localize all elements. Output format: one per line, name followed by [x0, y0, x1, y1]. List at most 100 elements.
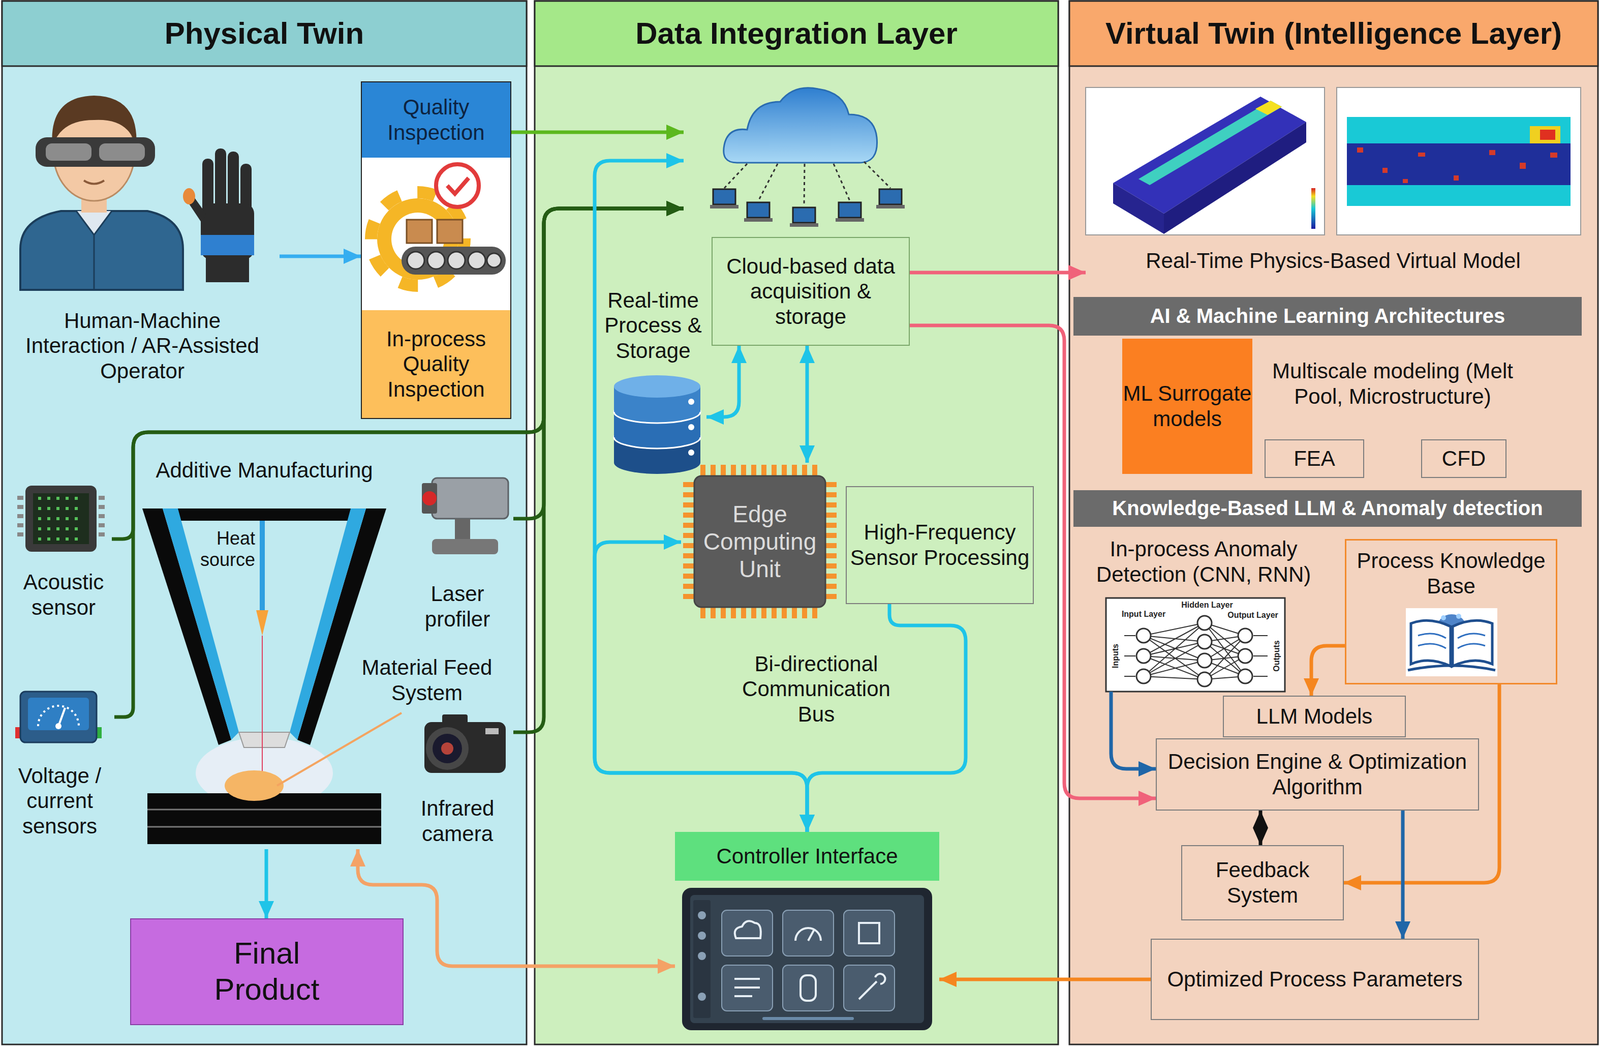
cloud-network-icon — [713, 189, 902, 223]
connector-arrow — [939, 977, 1151, 981]
additive-machine — [238, 731, 290, 748]
operator-figure — [182, 188, 196, 205]
node-text: Cloud-based data acquisition & storage — [711, 236, 910, 346]
sensor-figure: Infrared camera — [401, 711, 514, 854]
node-text: Edge Computing Unit — [694, 475, 826, 607]
edge-chip-icon — [825, 481, 837, 602]
edge-chip-icon — [694, 475, 826, 607]
process-box: High-Frequency Sensor Processing — [845, 485, 1034, 604]
neural-network-icon — [1197, 653, 1212, 668]
neural-network-icon — [1105, 597, 1285, 692]
voltage-meter-icon — [27, 697, 89, 730]
inspection-icon — [361, 157, 511, 311]
tablet-icon — [721, 964, 773, 1011]
edge-chip-icon — [683, 481, 695, 602]
inspection-icon — [436, 164, 479, 207]
node-subtext: Heat source — [188, 526, 256, 572]
acoustic-sensor-icon — [25, 485, 97, 552]
node-text: Infrared camera — [401, 787, 514, 854]
connector-arrow — [1258, 810, 1263, 845]
connector-arrow — [805, 345, 810, 463]
acoustic-sensor-icon — [17, 495, 24, 542]
simulation-images — [1336, 87, 1581, 235]
node-text: Data Integration Layer — [534, 1, 1059, 67]
cloud-network-icon — [713, 189, 736, 205]
node-text: Virtual Twin (Intelligence Layer) — [1069, 1, 1598, 67]
knowledge-book-icon — [1407, 665, 1496, 670]
knowledge-book-icon — [1405, 607, 1498, 676]
cloud-network-icon — [792, 207, 816, 223]
simulation-images — [1163, 121, 1307, 234]
simulation-images — [1346, 116, 1571, 206]
simulation-images — [1550, 152, 1558, 158]
connector-arrow — [279, 254, 361, 259]
laser-profiler-icon — [421, 477, 509, 555]
infrared-camera-icon — [425, 726, 469, 770]
connector-arrow — [1111, 691, 1156, 769]
cloud-network-icon — [710, 204, 739, 209]
annotation-label: Inputs — [1110, 637, 1121, 674]
acoustic-sensor-icon — [38, 498, 84, 539]
simulation-images — [1311, 188, 1316, 229]
node-text: Optimized Process Parameters — [1151, 939, 1479, 1019]
node-text: ML Surrogate models — [1122, 338, 1253, 474]
panel-grounds — [2, 1, 527, 1044]
tablet-icon — [858, 922, 880, 943]
simulation-images — [1402, 178, 1408, 183]
tablet-icon — [721, 909, 773, 956]
tablet-icon — [782, 964, 834, 1011]
inspection-icon — [406, 219, 433, 243]
operator-figure — [200, 203, 255, 260]
product-box: Final Product — [130, 917, 404, 1025]
additive-machine — [259, 520, 265, 610]
inspection-stack: Quality InspectionIn-process Quality Ins… — [360, 81, 512, 419]
neural-network-icon — [1136, 615, 1253, 687]
sensor-figure: Laser profiler — [401, 465, 514, 641]
inspection-icon — [447, 177, 469, 194]
infrared-camera-icon — [441, 742, 454, 755]
model-figure: Real-Time Physics-Based Virtual Model — [1085, 87, 1581, 285]
database-icon — [688, 398, 695, 405]
simulation-images — [1540, 129, 1556, 140]
tablet-icon — [734, 920, 761, 938]
simulation-images — [1519, 162, 1526, 169]
simulation-images — [1357, 147, 1558, 183]
node-text: Human-Machine Interaction / AR-Assisted … — [15, 294, 270, 397]
laser-profiler-icon — [422, 490, 437, 506]
process-box: Feedback System — [1181, 844, 1344, 920]
operator-figure — [45, 143, 92, 161]
infrared-camera-icon — [432, 733, 463, 763]
panel: Physical TwinHuman-Machine Interaction /… — [2, 1, 527, 1044]
cloud-box: Cloud-based data acquisition & storage — [683, 86, 910, 346]
cloud-network-icon — [876, 204, 905, 209]
neural-network-icon — [1136, 668, 1151, 684]
node-text: LLM Models — [1223, 696, 1405, 736]
annotation-label: Output Layer — [1224, 609, 1281, 621]
cloud-network-icon — [724, 161, 891, 206]
knowledge-book-icon — [1418, 633, 1486, 649]
machine-figure: Additive ManufacturingHeat source — [137, 442, 392, 849]
operator-figure — [76, 210, 112, 235]
database-icon — [613, 375, 701, 474]
inspection-icon — [447, 251, 466, 269]
connector-arrow — [264, 848, 269, 918]
panel-grounds — [1069, 1, 1598, 1044]
inspection-icon — [427, 251, 445, 269]
tablet-icon — [843, 964, 895, 1011]
process-box: LLM Models — [1222, 695, 1406, 737]
node-text: Laser profiler — [401, 571, 514, 641]
tablet-icon — [697, 910, 706, 919]
additive-machine — [147, 825, 382, 828]
additive-machine — [147, 808, 382, 811]
neural-network-icon — [1238, 648, 1253, 663]
annotation-label: Multiscale modeling (Melt Pool, Microstr… — [1270, 335, 1515, 433]
node-text: Knowledge-Based LLM & Anomaly detection — [1073, 489, 1582, 527]
tablet-icon — [782, 909, 834, 956]
panel-grounds — [1069, 1, 1598, 67]
node-text: Voltage / current sensors — [5, 747, 115, 854]
cloud-network-icon — [789, 223, 819, 227]
neural-network-icon — [1136, 628, 1151, 643]
tablet-icon — [762, 1016, 854, 1020]
